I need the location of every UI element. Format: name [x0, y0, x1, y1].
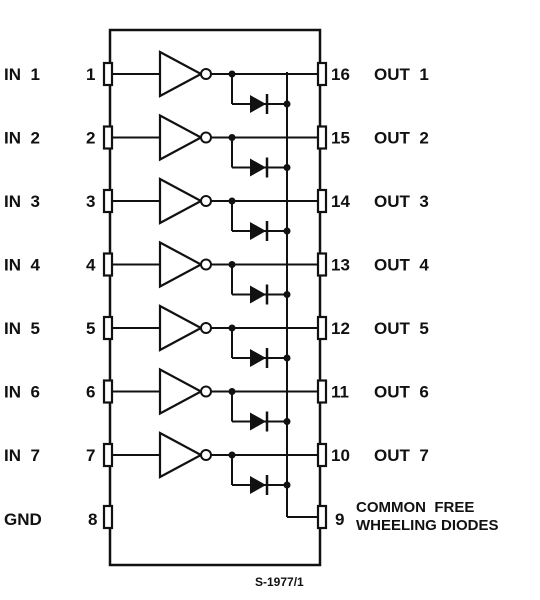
- inverter-bubble-3: [200, 195, 212, 207]
- inverter-6: [158, 367, 204, 416]
- pin-9: [316, 504, 328, 530]
- pin-14: [316, 188, 328, 214]
- output-label-5: OUT 5: [374, 319, 429, 338]
- gnd-label: GND: [4, 510, 42, 529]
- input-pin-number-7: 7: [86, 446, 95, 465]
- inverter-7: [158, 431, 204, 479]
- input-pin-number-4: 4: [86, 256, 96, 275]
- input-pin-number-3: 3: [86, 192, 95, 211]
- bus-junction-dot-3: [283, 227, 291, 235]
- input-label-3: IN 3: [4, 192, 40, 211]
- inverter-bubble-1: [200, 68, 212, 80]
- input-pin-number-6: 6: [86, 383, 95, 402]
- figure-code-caption: S-1977/1: [255, 575, 304, 589]
- inverter-bubble-7: [200, 449, 212, 461]
- input-label-2: IN 2: [4, 129, 40, 148]
- bus-junction-dot-1: [283, 100, 291, 108]
- pin-15: [316, 125, 328, 150]
- output-pin-number-10: 10: [331, 446, 350, 465]
- output-pin-number-14: 14: [331, 192, 350, 211]
- pin-7: [102, 442, 114, 468]
- output-label-3: OUT 3: [374, 192, 429, 211]
- inverter-1: [158, 50, 204, 98]
- bus-junction-dot-4: [283, 291, 291, 298]
- output-label-6: OUT 6: [374, 383, 429, 402]
- inverter-3: [158, 177, 204, 225]
- pin-4: [102, 252, 114, 277]
- pin-6: [102, 379, 114, 404]
- diode-6: [250, 412, 266, 431]
- common-label-line1: COMMON FREE: [356, 499, 474, 516]
- inverter-bubble-5: [200, 322, 212, 334]
- input-label-4: IN 4: [4, 256, 40, 275]
- pin-3: [102, 188, 114, 214]
- inverter-2: [158, 113, 204, 162]
- bus-junction-dot-7: [283, 481, 291, 489]
- input-label-1: IN 1: [4, 65, 40, 84]
- pin-11: [316, 379, 328, 404]
- output-pin-number-12: 12: [331, 319, 350, 338]
- diode-5: [250, 349, 266, 367]
- bus-junction-dot-2: [283, 164, 291, 171]
- pin-13: [316, 252, 328, 277]
- output-pin-number-11: 11: [331, 383, 349, 402]
- output-label-7: OUT 7: [374, 446, 429, 465]
- input-label-6: IN 6: [4, 383, 40, 402]
- inverter-bubble-2: [200, 131, 212, 144]
- inverter-5: [158, 304, 204, 352]
- inverter-bubble-6: [200, 385, 212, 398]
- bus-junction-dot-6: [283, 418, 291, 425]
- output-pin-number-13: 13: [331, 256, 350, 275]
- pin-10: [316, 442, 328, 468]
- pin-9-number: 9: [335, 510, 344, 529]
- output-label-4: OUT 4: [374, 256, 429, 275]
- diode-1: [250, 95, 266, 113]
- ic-package-body: [108, 28, 322, 567]
- pin-5: [102, 315, 114, 341]
- pin-2: [102, 125, 114, 150]
- pin-16: [316, 61, 328, 87]
- output-label-1: OUT 1: [374, 65, 429, 84]
- diode-7: [250, 476, 266, 494]
- input-label-5: IN 5: [4, 319, 40, 338]
- input-pin-number-1: 1: [86, 65, 95, 84]
- input-pin-number-5: 5: [86, 319, 95, 338]
- diode-3: [250, 222, 266, 240]
- output-pin-number-15: 15: [331, 129, 350, 148]
- bus-junction-dot-5: [283, 354, 291, 362]
- pin-8-number: 8: [88, 510, 97, 529]
- output-label-2: OUT 2: [374, 129, 429, 148]
- inverter-bubble-4: [200, 258, 212, 271]
- pin-12: [316, 315, 328, 341]
- output-pin-number-16: 16: [331, 65, 350, 84]
- pin-8: [102, 504, 114, 530]
- common-label-line2: WHEELING DIODES: [356, 517, 499, 534]
- diode-2: [250, 158, 266, 177]
- diode-4: [250, 285, 266, 304]
- input-pin-number-2: 2: [86, 129, 95, 148]
- pin-1: [102, 61, 114, 87]
- input-label-7: IN 7: [4, 446, 40, 465]
- inverter-4: [158, 240, 204, 289]
